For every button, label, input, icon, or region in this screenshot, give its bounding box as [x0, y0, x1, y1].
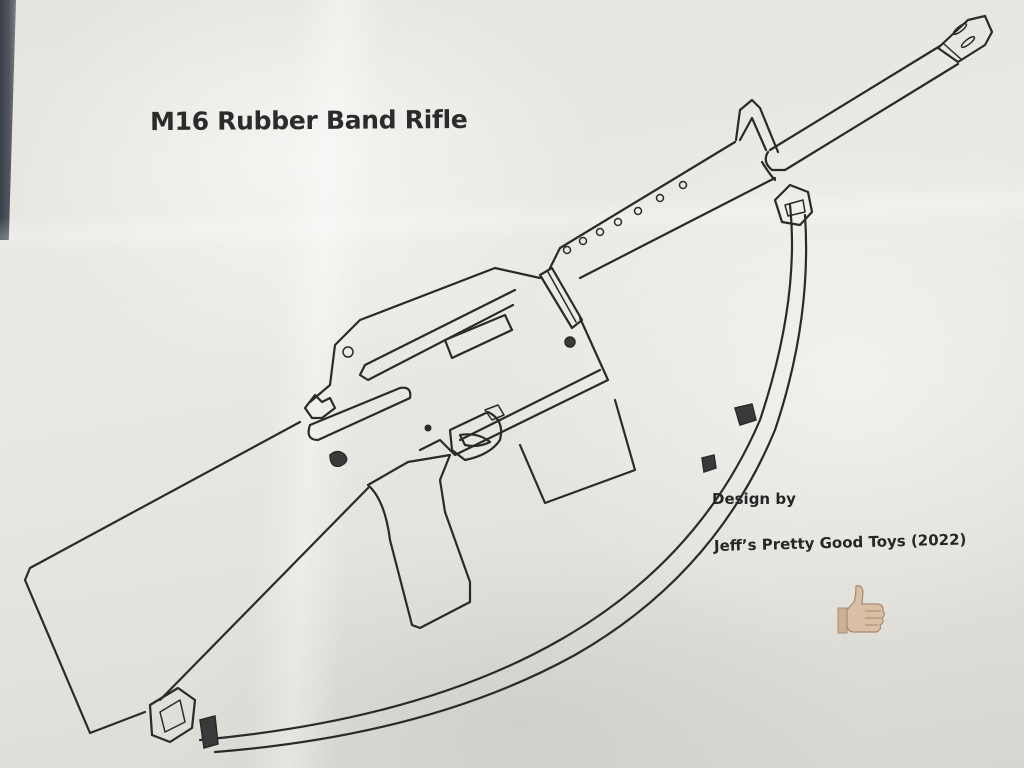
sling-keeper [701, 403, 757, 473]
barrel [764, 44, 960, 172]
buttstock [23, 420, 370, 735]
sheet-title: M16 Rubber Band Rifle [149, 104, 468, 137]
handguard-vent-holes [562, 180, 688, 255]
magazine [518, 398, 637, 505]
ejection-port [443, 313, 514, 360]
lower-receiver [418, 316, 610, 462]
sling [148, 183, 814, 754]
charging-handle [303, 386, 432, 468]
thumbs-up-icon [837, 585, 885, 634]
flash-hider [936, 14, 994, 64]
trigger-guard [448, 410, 503, 462]
upper-receiver [308, 266, 542, 404]
handguard [548, 140, 777, 280]
delta-ring [538, 266, 584, 348]
trigger [458, 433, 492, 448]
front-sight [734, 98, 780, 182]
sling-swivel-front [773, 183, 814, 227]
credit-line-design-by: Design by [712, 490, 796, 508]
pistol-grip [366, 453, 472, 630]
sling-swivel-rear [148, 686, 219, 749]
